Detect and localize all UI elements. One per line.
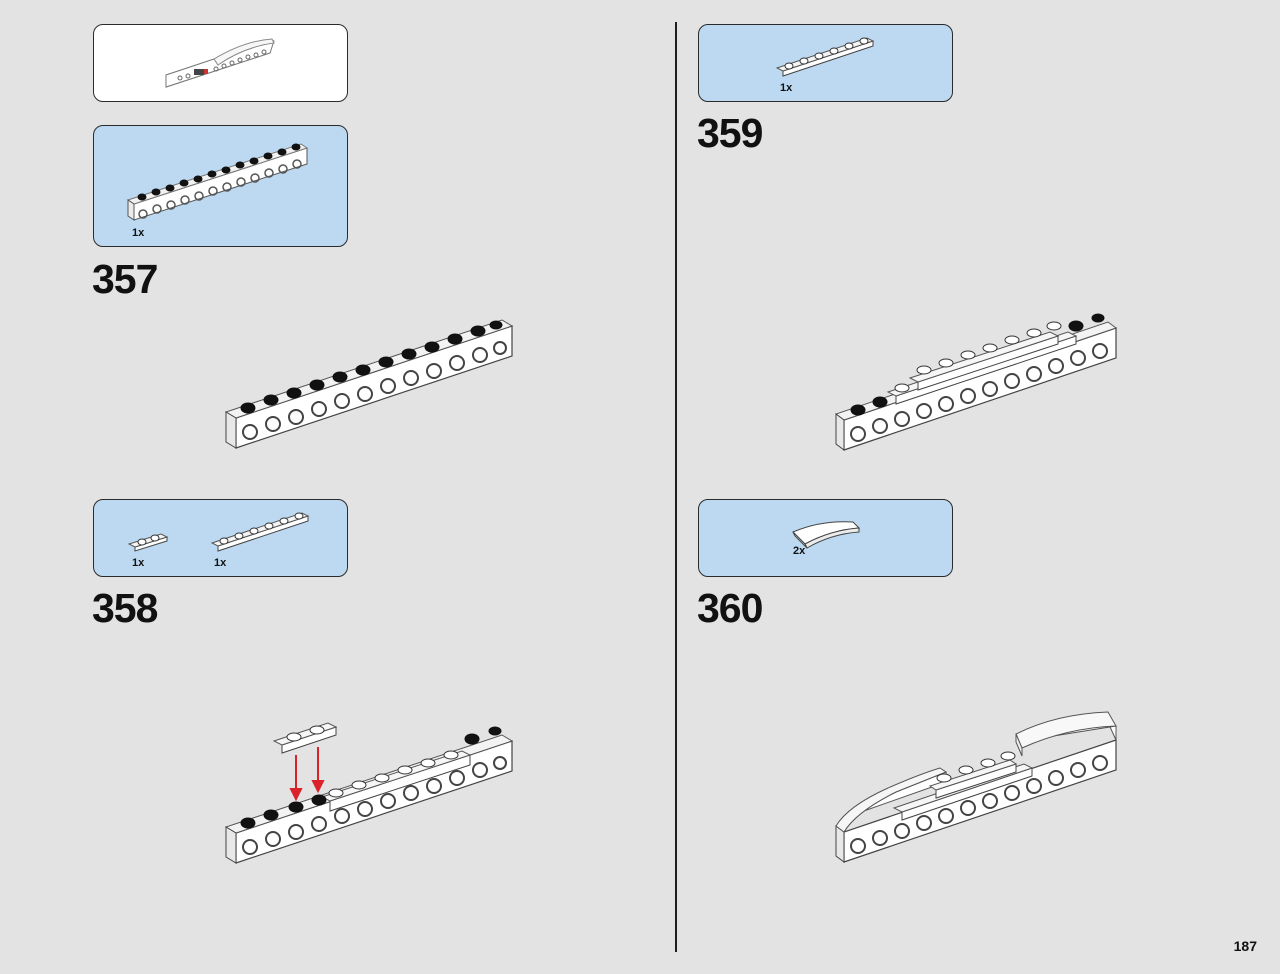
plate-1x6-white-icon xyxy=(210,512,310,552)
plate-1x6-white-icon xyxy=(775,37,875,77)
part-quantity: 1x xyxy=(780,82,793,94)
plate-1x2-white-icon xyxy=(127,533,169,552)
finished-subassembly-icon xyxy=(165,38,275,88)
curved-slope-white-icon xyxy=(792,521,861,549)
step-number: 358 xyxy=(92,585,158,631)
step-357-assembly-image xyxy=(224,319,514,449)
step-360-assembly-image xyxy=(835,711,1117,863)
step-359-assembly-image xyxy=(834,313,1118,451)
part-quantity: 1x xyxy=(132,227,145,239)
page-number: 187 xyxy=(1233,938,1257,954)
page-divider xyxy=(675,22,677,952)
subassembly-preview-box xyxy=(93,24,348,102)
step-358-assembly-image xyxy=(224,722,514,864)
step-number: 357 xyxy=(92,256,158,302)
step-358-parts-box: 1x 1x xyxy=(93,499,348,577)
step-357-parts-box: 1x xyxy=(93,125,348,247)
part-quantity: 1x xyxy=(132,557,145,569)
step-number: 360 xyxy=(697,585,763,631)
step-360-parts-box: 2x xyxy=(698,499,953,577)
technic-brick-1x12-white-icon xyxy=(126,143,309,221)
part-quantity: 2x xyxy=(793,545,806,557)
step-359-parts-box: 1x xyxy=(698,24,953,102)
part-quantity: 1x xyxy=(214,557,227,569)
placement-arrows xyxy=(289,747,325,802)
step-number: 359 xyxy=(697,110,763,156)
